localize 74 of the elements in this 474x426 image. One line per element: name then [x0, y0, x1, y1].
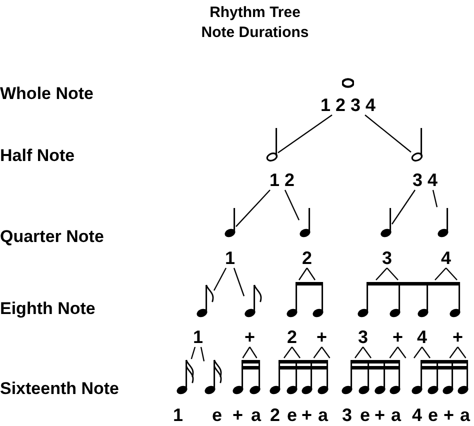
caret-line	[242, 346, 258, 359]
count-syllable: a	[251, 406, 262, 424]
count-syllable: a	[460, 406, 470, 424]
count-syllable: 2	[270, 406, 280, 424]
count-syllable: e	[287, 406, 298, 424]
eighth-note-icon	[196, 284, 214, 318]
row-label: Half Note	[0, 146, 75, 164]
caret-line	[434, 267, 458, 281]
count-syllable: +	[302, 406, 312, 424]
branch-line	[200, 346, 205, 362]
branch-line	[213, 268, 227, 291]
beat-count: 1 2 3 4	[320, 96, 376, 114]
caret-line	[449, 346, 466, 359]
caret-line	[298, 267, 316, 281]
beat-count: 3 4	[412, 171, 438, 189]
branch-line	[190, 346, 196, 360]
beat-count: 4	[417, 328, 428, 346]
beamed-sixteenth-notes-icon	[411, 359, 469, 395]
caret-line	[283, 346, 301, 359]
beat-count: 1 2	[270, 171, 295, 189]
branch-line	[278, 114, 332, 154]
branch-line	[392, 190, 416, 224]
half-note-icon	[266, 127, 278, 162]
sixteenth-note-icon	[176, 359, 194, 395]
quarter-note-icon	[437, 207, 449, 238]
count-syllable: 3	[342, 406, 352, 424]
caret-line	[354, 346, 372, 359]
branch-line	[432, 190, 438, 208]
count-syllable: e	[360, 406, 370, 424]
half-note-icon	[411, 127, 423, 162]
count-syllable: e	[428, 406, 438, 424]
beat-count: 3	[382, 249, 392, 267]
beamed-sixteenth-notes-icon	[269, 359, 329, 395]
quarter-note-icon	[299, 207, 311, 238]
caret-line	[375, 267, 399, 281]
beat-count: 1	[225, 249, 236, 267]
whole-note-icon	[342, 78, 354, 88]
beat-count: 2	[302, 249, 312, 267]
beamed-sixteenth-notes-icon	[232, 359, 261, 395]
beat-count: 2	[287, 328, 298, 346]
count-syllable: a	[318, 406, 328, 424]
row-label: Eighth Note	[0, 300, 96, 316]
row-label: Quarter Note	[0, 228, 104, 244]
branch-line	[236, 190, 270, 227]
branch-line	[233, 268, 245, 296]
count-syllable: 4	[412, 406, 422, 424]
count-syllable: +	[374, 406, 386, 424]
branch-line	[284, 190, 300, 220]
beat-count: +	[392, 328, 404, 346]
caret-line	[413, 346, 431, 359]
beat-count: +	[452, 328, 464, 346]
beat-count: +	[316, 328, 328, 346]
row-label: Whole Note	[0, 84, 94, 102]
count-syllable: +	[444, 406, 454, 424]
count-syllable: e	[212, 406, 222, 424]
beat-count: 4	[441, 249, 452, 267]
row-label: Sixteenth Note	[0, 380, 120, 396]
beamed-eighth-notes-icon	[357, 281, 461, 318]
quarter-note-icon	[224, 207, 236, 238]
title: Rhythm Tree Note Durations	[200, 3, 310, 43]
caret-line	[313, 346, 330, 359]
beamed-sixteenth-notes-icon	[341, 359, 401, 395]
caret-line	[389, 346, 406, 359]
quarter-note-icon	[380, 207, 392, 238]
beat-count: 3	[358, 328, 368, 346]
count-syllable: a	[391, 406, 402, 424]
eighth-note-icon	[244, 284, 262, 318]
beat-count: 1	[193, 328, 204, 346]
count-syllable: 1	[173, 406, 184, 424]
branch-line	[364, 114, 412, 153]
count-syllable: +	[232, 406, 244, 424]
beat-count: +	[244, 328, 256, 346]
sixteenth-note-icon	[204, 359, 222, 395]
beamed-eighth-notes-icon	[286, 281, 324, 318]
